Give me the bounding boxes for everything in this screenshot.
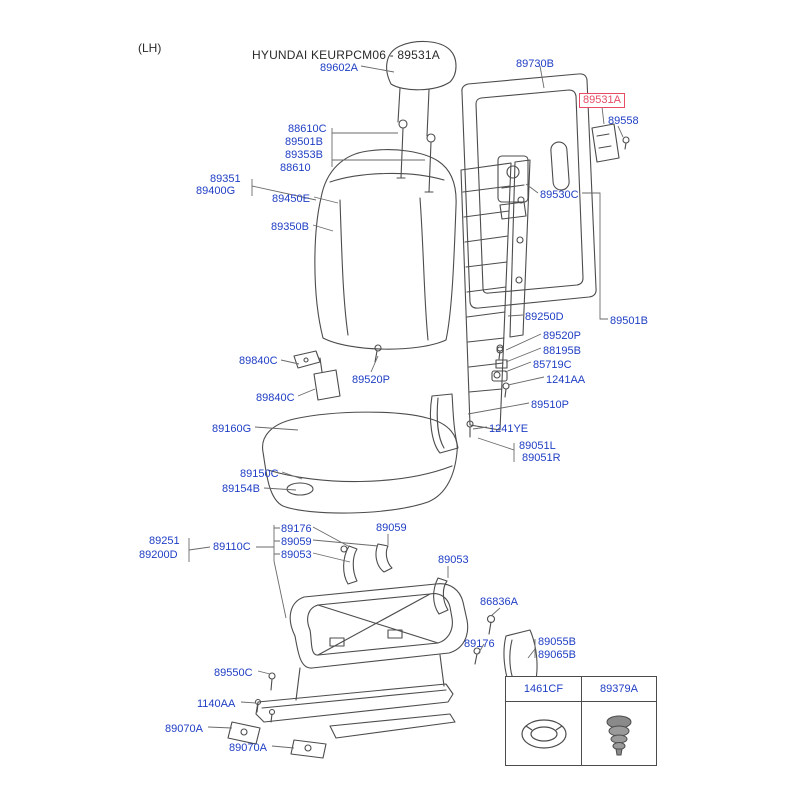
part-label-89059[interactable]: 89059 (281, 536, 312, 548)
part-label-89558[interactable]: 89558 (608, 115, 639, 127)
part-label-89351[interactable]: 89351 (210, 173, 241, 185)
leader-lines (188, 65, 624, 749)
part-label-89110c[interactable]: 89110C (213, 541, 251, 553)
part-label-89400g[interactable]: 89400G (196, 185, 236, 197)
part-label-89070a[interactable]: 89070A (165, 723, 203, 735)
part-label-89053[interactable]: 89053 (281, 549, 312, 561)
part-label-89501b[interactable]: 89501B (285, 136, 323, 148)
part-label-89520p[interactable]: 89520P (352, 374, 390, 386)
seat-back-frame (460, 159, 531, 431)
part-label-88610c[interactable]: 88610C (288, 123, 327, 135)
part-label-89840c[interactable]: 89840C (239, 355, 278, 367)
part-label-89065b[interactable]: 89065B (538, 649, 576, 661)
grommet-fastener-icon (581, 701, 656, 765)
seat-back-cushion (314, 149, 457, 350)
part-label-89059[interactable]: 89059 (376, 522, 407, 534)
part-label-89550c[interactable]: 89550C (214, 667, 253, 679)
part-label-1241ye[interactable]: 1241YE (489, 423, 529, 435)
part-label-89350b[interactable]: 89350B (271, 221, 309, 233)
part-label-89053[interactable]: 89053 (438, 554, 469, 566)
seat-back-panel (461, 73, 597, 309)
seat-cushion (262, 411, 458, 514)
retainer-ring-icon (506, 701, 581, 765)
part-label-89150c[interactable]: 89150C (240, 468, 279, 480)
part-label-85719c[interactable]: 85719C (533, 359, 572, 371)
page-title: HYUNDAI KEURPCM06 - 89531A (252, 48, 440, 62)
part-label-89051r[interactable]: 89051R (522, 452, 561, 464)
table-header-89379a[interactable]: 89379A (581, 677, 656, 701)
part-label-89353b[interactable]: 89353B (285, 149, 323, 161)
part-label-1140aa[interactable]: 1140AA (197, 698, 236, 710)
part-label-88610[interactable]: 88610 (280, 162, 311, 174)
part-label-89176[interactable]: 89176 (281, 523, 312, 535)
headrest-guide-bolts (396, 119, 436, 193)
part-label-89154b[interactable]: 89154B (222, 483, 260, 495)
part-label-89730b[interactable]: 89730B (516, 58, 554, 70)
part-label-89055b[interactable]: 89055B (538, 636, 576, 648)
part-label-89531a[interactable]: 89531A (579, 93, 625, 108)
bracket-89531a (591, 123, 630, 163)
part-label-89160g[interactable]: 89160G (212, 423, 252, 435)
part-label-89840c[interactable]: 89840C (256, 392, 295, 404)
floor-rails (227, 654, 456, 759)
frame-fasteners (491, 344, 510, 398)
part-label-89070a[interactable]: 89070A (229, 742, 267, 754)
part-label-89200d[interactable]: 89200D (139, 549, 178, 561)
headrest (386, 41, 457, 137)
part-label-89051l[interactable]: 89051L (519, 440, 556, 452)
part-label-89602a[interactable]: 89602A (320, 62, 358, 74)
seat-base-frame (289, 583, 469, 669)
part-label-88195b[interactable]: 88195B (543, 345, 581, 357)
hardware-reference-table: 1461CF 89379A (505, 676, 657, 766)
part-label-89530c[interactable]: 89530C (540, 189, 579, 201)
part-label-89450e[interactable]: 89450E (272, 193, 310, 205)
part-label-89510p[interactable]: 89510P (531, 399, 569, 411)
part-label-89520p[interactable]: 89520P (543, 330, 581, 342)
part-label-89251[interactable]: 89251 (149, 535, 180, 547)
side-indicator: (LH) (138, 41, 162, 55)
part-label-89501b[interactable]: 89501B (610, 315, 648, 327)
side-cover (429, 393, 474, 454)
part-label-89176[interactable]: 89176 (464, 638, 495, 650)
recliner-latch (497, 155, 529, 220)
part-label-1241aa[interactable]: 1241AA (546, 374, 586, 386)
part-label-86836a[interactable]: 86836A (480, 596, 518, 608)
table-header-1461cf[interactable]: 1461CF (523, 683, 564, 695)
hinge-parts (293, 344, 382, 401)
part-label-89250d[interactable]: 89250D (525, 311, 564, 323)
